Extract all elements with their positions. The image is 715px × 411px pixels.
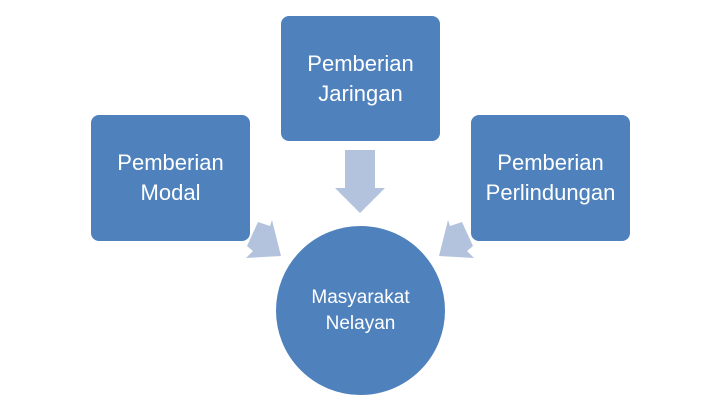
node-label: Pemberian [497, 150, 604, 175]
node-label: Modal [140, 180, 201, 205]
node-label: Nelayan [325, 312, 396, 334]
node-label: Pemberian [117, 150, 224, 175]
node-label: Masyarakat [311, 286, 410, 308]
node-label: Perlindungan [485, 180, 616, 205]
node-label: Pemberian [307, 50, 414, 76]
arrow-left-diagonal-icon [246, 220, 281, 258]
node-label: Jaringan [318, 80, 403, 106]
arrow-right-diagonal-icon [439, 220, 474, 258]
arrow-down-icon [335, 150, 385, 213]
